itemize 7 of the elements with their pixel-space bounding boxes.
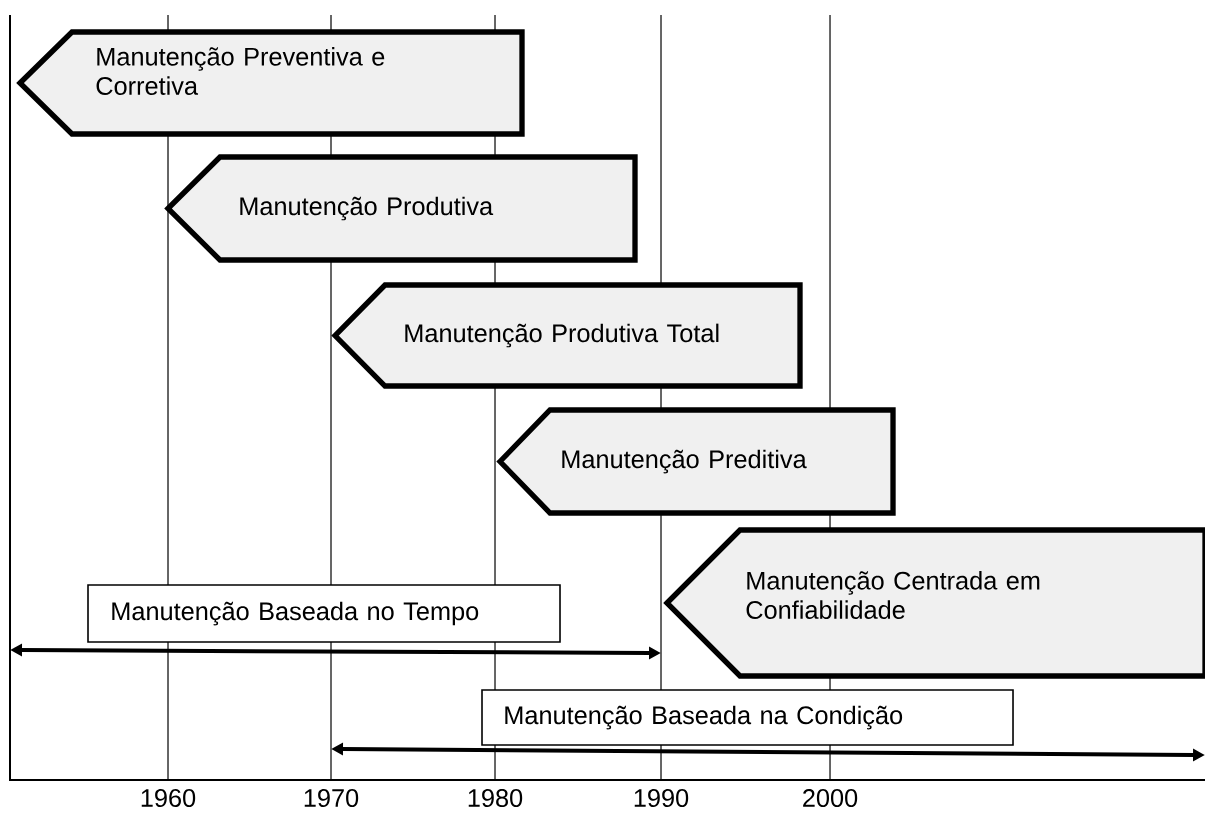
label-box: Manutenção Baseada no Tempo	[87, 584, 561, 643]
year-label: 2000	[803, 789, 858, 807]
year-label: 1960	[141, 789, 196, 807]
label-box: Manutenção Baseada na Condição	[481, 689, 1014, 746]
year-label: 1990	[634, 789, 689, 807]
year-label: 1980	[468, 789, 523, 807]
year-label: 1970	[304, 789, 359, 807]
